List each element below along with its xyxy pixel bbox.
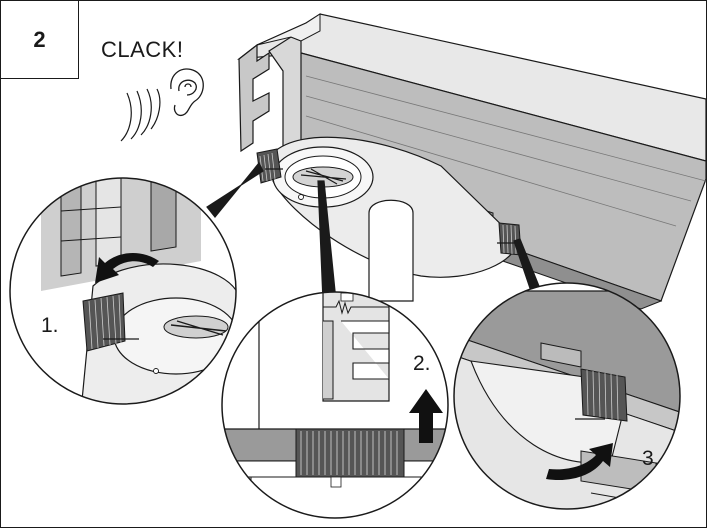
step-number: 2 xyxy=(33,26,46,52)
step-number-box: 2 xyxy=(1,1,79,79)
rotate-arrow-icon xyxy=(95,252,159,283)
detail-circle-1 xyxy=(9,177,237,405)
sound-label: CLACK! xyxy=(101,37,184,62)
step-label-1: 1. xyxy=(41,314,59,337)
up-arrow-icon xyxy=(409,389,443,443)
adapter-disc xyxy=(256,136,522,302)
sound-waves-icon xyxy=(120,88,161,142)
detail-circle-3 xyxy=(453,282,681,510)
detail-circle-2 xyxy=(221,291,449,519)
step-label-2: 2. xyxy=(413,352,431,375)
rotate-arrow-icon xyxy=(546,443,613,481)
step-label-3: 3. xyxy=(642,447,660,470)
ear-icon xyxy=(170,68,204,117)
